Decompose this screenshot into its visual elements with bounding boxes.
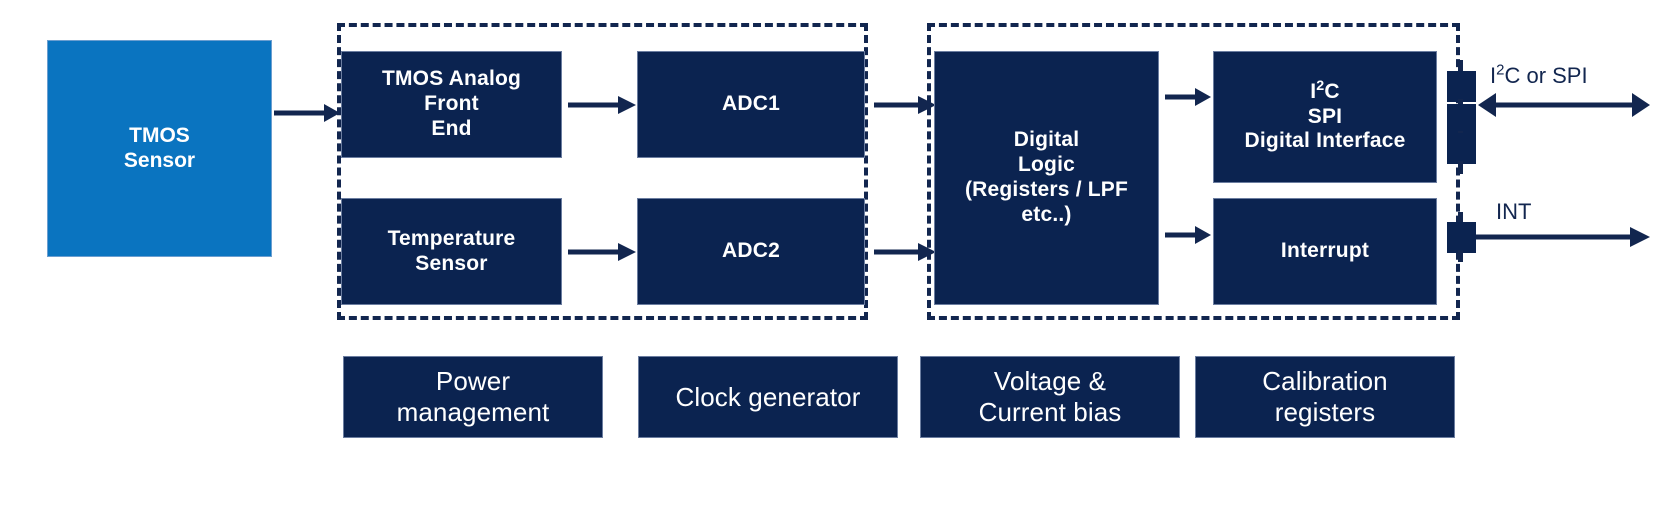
pad-stem-interrupt-top (1458, 212, 1463, 224)
pad-stem-serial-mid1 (1458, 99, 1463, 107)
temperature-sensor-label-line2: Sensor (415, 251, 488, 275)
front-end-label-line1: TMOS Analog (381, 67, 522, 91)
arrow-digital-logic-to-interface (1165, 88, 1211, 106)
arrow-serial-bidirectional (1478, 93, 1650, 117)
digital-logic-block[interactable]: Digital Logic (Registers / LPF etc..) (934, 51, 1159, 305)
power-management-label-line1: Power (435, 366, 511, 397)
power-management-block[interactable]: Power management (343, 356, 603, 438)
digital-logic-label-line2: Logic (1017, 153, 1075, 177)
interrupt-block[interactable]: Interrupt (1213, 198, 1437, 305)
adc1-label: ADC1 (722, 92, 780, 116)
arrow-sensor-to-front-end (274, 104, 340, 122)
digital-logic-label-line1: Digital (1013, 128, 1080, 152)
digital-interface-label-line3: Digital Interface (1244, 129, 1406, 153)
serial-interface-io-label: I2C or SPI (1490, 61, 1588, 88)
adc2-label: ADC2 (722, 239, 780, 263)
digital-logic-label-line3: (Registers / LPF (964, 178, 1129, 201)
adc1-block[interactable]: ADC1 (637, 51, 865, 158)
arrow-temperature-sensor-to-adc2 (568, 243, 636, 261)
power-management-label-line2: management (396, 397, 550, 427)
adc2-block[interactable]: ADC2 (637, 198, 865, 305)
arrow-adc2-to-digital-logic (874, 243, 936, 261)
analog-domain-dashed-boundary (337, 23, 868, 320)
tmos-analog-front-end-block[interactable]: TMOS Analog Front End (341, 51, 562, 158)
digital-logic-label-line4: etc..) (1021, 202, 1072, 226)
pad-stem-interrupt-bottom (1458, 250, 1463, 262)
clock-generator-block[interactable]: Clock generator (638, 356, 898, 438)
calibration-registers-label-line2: registers (1274, 397, 1376, 427)
digital-interface-label-line2: SPI (1307, 104, 1343, 128)
tmos-sensor-label-line2: Sensor (123, 148, 196, 172)
arrow-adc1-to-digital-logic (874, 96, 936, 114)
interrupt-io-label: INT (1496, 199, 1532, 224)
voltage-current-bias-label-line2: Current bias (978, 397, 1122, 427)
pad-stem-serial-top (1458, 60, 1463, 74)
tmos-sensor-block[interactable]: TMOS Sensor (47, 40, 272, 257)
io-pad-serial-3[interactable] (1447, 133, 1476, 164)
interrupt-label: Interrupt (1280, 239, 1370, 263)
voltage-current-bias-label-line1: Voltage & (993, 366, 1107, 397)
io-pad-interrupt[interactable] (1447, 222, 1476, 253)
digital-interface-label-line1: I2C (1310, 77, 1340, 103)
front-end-label-line2: Front (424, 92, 479, 116)
arrow-front-end-to-adc1 (568, 96, 636, 114)
arrow-digital-logic-to-interrupt (1165, 226, 1211, 244)
clock-generator-label-line1: Clock generator (675, 381, 861, 412)
tmos-sensor-label-line1: TMOS (129, 123, 190, 147)
front-end-label-line3: End (431, 116, 472, 140)
io-pad-serial-1[interactable] (1447, 71, 1476, 102)
arrow-interrupt-output (1476, 227, 1650, 247)
calibration-registers-label-line1: Calibration (1262, 366, 1388, 397)
digital-interface-block[interactable]: I2C SPI Digital Interface (1213, 51, 1437, 183)
voltage-current-bias-block[interactable]: Voltage & Current bias (920, 356, 1180, 438)
temperature-sensor-block[interactable]: Temperature Sensor (341, 198, 562, 305)
temperature-sensor-label-line1: Temperature (387, 226, 516, 250)
calibration-registers-block[interactable]: Calibration registers (1195, 356, 1455, 438)
pad-stem-serial-bottom (1458, 161, 1463, 174)
